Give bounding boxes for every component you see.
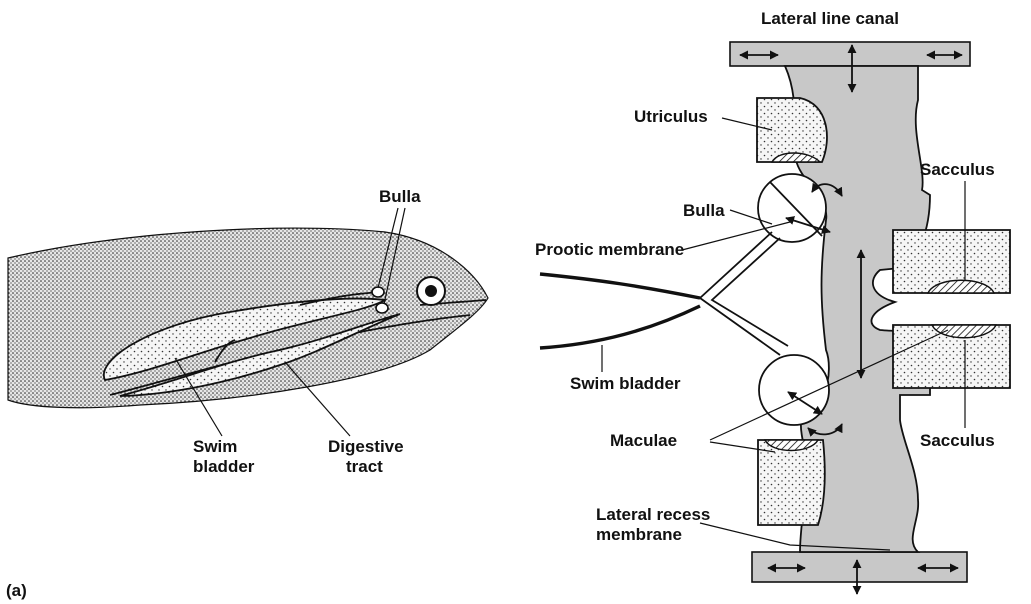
label-bulla-fish: Bulla [379, 187, 421, 206]
fish-pupil [425, 285, 437, 297]
label-prootic: Prootic membrane [535, 240, 684, 259]
ear-illustration [540, 42, 1010, 582]
lateral-line-canal-bottom [752, 552, 967, 582]
label-utriculus: Utriculus [634, 107, 708, 126]
lateral-line-canal-top [730, 42, 970, 66]
label-lateral-line-canal: Lateral line canal [761, 9, 899, 28]
ear-swim-bladder-lower [540, 306, 700, 348]
label-swim-1: Swim [193, 437, 237, 456]
label-swim-2: bladder [193, 457, 255, 476]
fish-bulla-upper [372, 287, 384, 297]
ear-swim-bladder-upper [540, 274, 700, 298]
ear-bladder-duct [700, 232, 780, 355]
ear-bladder-duct-inner [712, 238, 788, 346]
fish-bulla-lower [376, 303, 388, 313]
label-digestive-2: tract [346, 457, 383, 476]
ear-bulla-upper [758, 174, 826, 242]
label-lateral-recess-2: membrane [596, 525, 682, 544]
label-bulla-ear: Bulla [683, 201, 725, 220]
label-sacculus-bottom: Sacculus [920, 431, 995, 450]
label-swim-bladder-ear: Swim bladder [570, 374, 681, 393]
fish-illustration [8, 228, 488, 408]
panel-label: (a) [6, 581, 27, 600]
label-maculae: Maculae [610, 431, 677, 450]
label-lateral-recess-1: Lateral recess [596, 505, 710, 524]
label-digestive-1: Digestive [328, 437, 404, 456]
lower-left-macula-body [758, 440, 825, 525]
label-sacculus-top: Sacculus [920, 160, 995, 179]
